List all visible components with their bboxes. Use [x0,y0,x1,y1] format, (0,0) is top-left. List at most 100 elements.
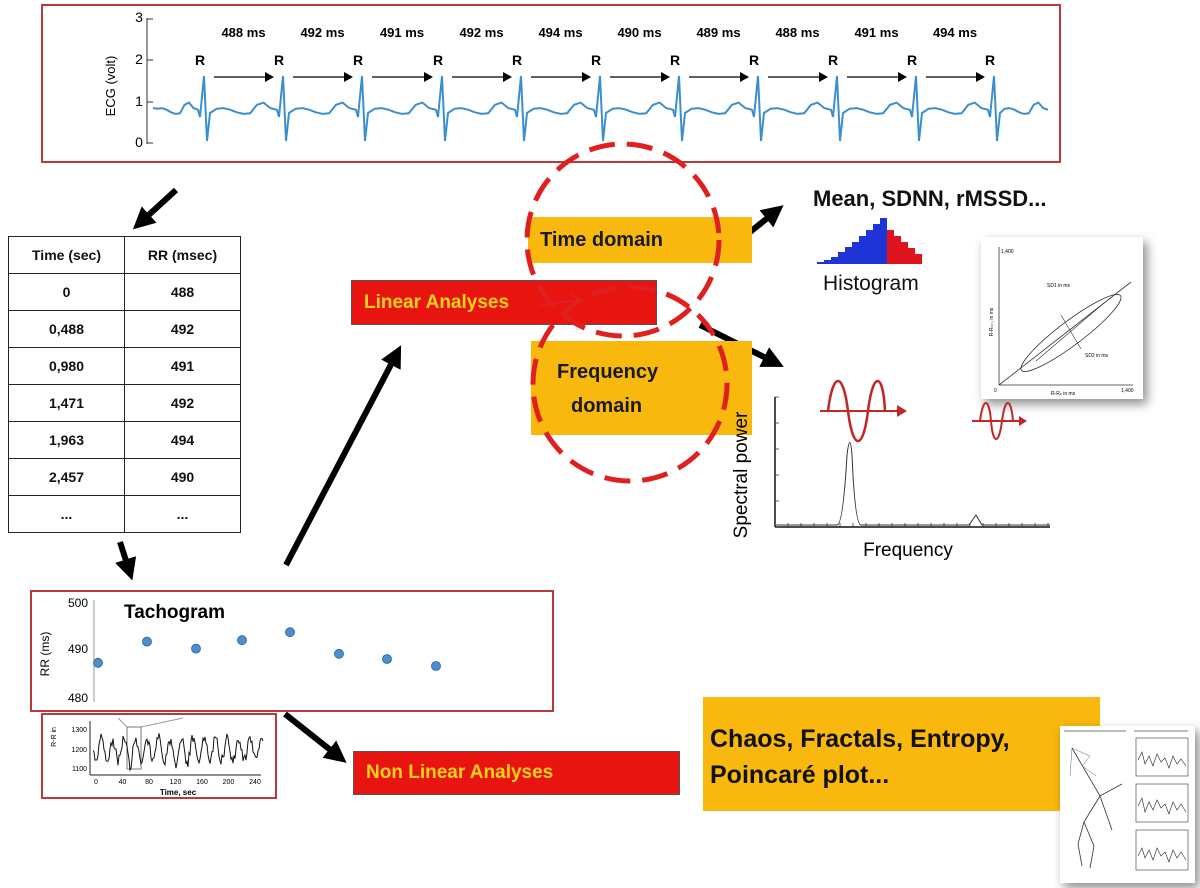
spectral-plot: Spectral power Frequency [731,379,1050,561]
tachogram-points [93,627,441,671]
histogram-bar [859,236,866,264]
low-frequency-wave-icon [820,379,907,443]
r-peak-label: R [591,52,601,68]
rr-series-xtick: 80 [145,779,153,786]
ecg-ytick: 0 [135,134,143,150]
spectral-lf-peak [775,442,1050,526]
rr-interval-label: 488 ms [775,25,819,40]
chaos-line-2: Poincaré plot... [710,761,890,789]
time-domain-box: Time domain [528,217,752,263]
tachogram-ytick: 490 [68,642,88,656]
r-peak-label: R [353,52,363,68]
nonlinear-analyses-label: Non Linear Analyses [366,762,554,783]
rr-series-xtick: 40 [119,779,127,786]
r-peak-label: R [749,52,759,68]
frequency-domain-label-2: domain [571,395,643,417]
r-peak-label: R [828,52,838,68]
histogram-icon [817,218,922,264]
histogram-bar [824,260,831,264]
nonlinear-thumbnail-image [1064,730,1189,871]
rr-series-trace [92,733,264,772]
time-domain-label: Time domain [540,228,663,251]
r-peak-label: R [907,52,917,68]
r-peak-label: R [985,52,995,68]
rr-series-ylabel: R-R in [51,727,58,747]
r-peak-label: R [195,52,205,68]
r-peak-label: R [274,52,284,68]
tachogram-point [93,657,103,668]
rr-series-ytick: 1200 [71,747,87,754]
histogram-bar [866,230,873,264]
r-peak-label: R [433,52,443,68]
rr-series-xtick: 200 [223,779,235,786]
tachogram-point [237,635,247,646]
table-header-row: Time (sec) RR (msec) [8,236,241,274]
tachogram-title: Tachogram [124,602,225,623]
tachogram-point [142,636,152,647]
histogram-bar [887,230,894,264]
histogram-bar [901,242,908,264]
ecg-ytick: 2 [135,51,143,67]
histogram-bar [817,262,824,264]
poincare-xlabel: R-Rₙ in ms [1051,391,1076,397]
chaos-line-1: Chaos, Fractals, Entropy, [710,725,1010,753]
ecg-trace [152,75,1049,142]
rr-interval-label: 489 ms [696,25,740,40]
rr-interval-label: 490 ms [617,25,661,40]
histogram-bar [908,248,915,264]
rr-series-xtick: 0 [94,779,98,786]
tachogram-ytick: 480 [68,691,88,705]
time-metrics: Mean, SDNN, rMSSD... [813,186,1047,211]
histogram-bar [880,218,887,264]
poincare-sd1: SD1 in ms [1047,283,1071,289]
histogram-bar [915,254,922,264]
spectral-ylabel: Spectral power [731,411,752,538]
rr-interval-label: 492 ms [300,25,344,40]
poincare-xtick: 1,400 [1121,388,1134,394]
chaos-box: Chaos, Fractals, Entropy, Poincaré plot.… [703,697,1100,811]
rr-series-ytick: 1100 [72,766,87,773]
linear-analyses-label: Linear Analyses [364,291,510,313]
rr-series-xtick: 240 [249,779,261,786]
nonlinear-thumbnail [1060,726,1195,883]
spectral-xlabel: Frequency [863,540,953,561]
rr-series-ytick: 1300 [71,727,87,734]
histogram-bar [831,257,838,264]
poincare-thumbnail: 1,400 0 1,400 SD1 in ms SD2 in ms R-Rₙ i… [981,237,1143,399]
poincare-plot: 1,400 0 1,400 SD1 in ms SD2 in ms R-Rₙ i… [989,247,1134,397]
tachogram-ytick: 500 [68,596,88,610]
poincare-ytick: 1,400 [1001,249,1014,255]
tachogram-point [285,627,295,638]
rr-interval-label: 491 ms [380,25,424,40]
histogram-bar [845,247,852,264]
tachogram-ylabel: RR (ms) [38,632,52,677]
nonlinear-analyses-box: Non Linear Analyses [353,751,680,795]
histogram-bar [838,252,845,264]
table-header-time: Time (sec) [8,236,125,274]
tachogram-chart: Tachogram RR (ms) 500 490 480 [38,596,441,705]
histogram-bar [873,224,880,264]
poincare-sd2: SD2 in ms [1085,353,1109,359]
rr-series-xtick: 160 [196,779,208,786]
r-peak-label: R [512,52,522,68]
ecg-ytick: 3 [135,9,143,25]
table-row: ...... [8,495,241,533]
tachogram-point [191,643,201,654]
rr-interval-label: 488 ms [221,25,265,40]
histogram-label: Histogram [823,272,919,295]
poincare-ylabel: R-Rₙ₊₁ in ms [989,307,995,336]
tachogram-point [382,654,392,664]
rr-interval-label: 494 ms [933,25,977,40]
